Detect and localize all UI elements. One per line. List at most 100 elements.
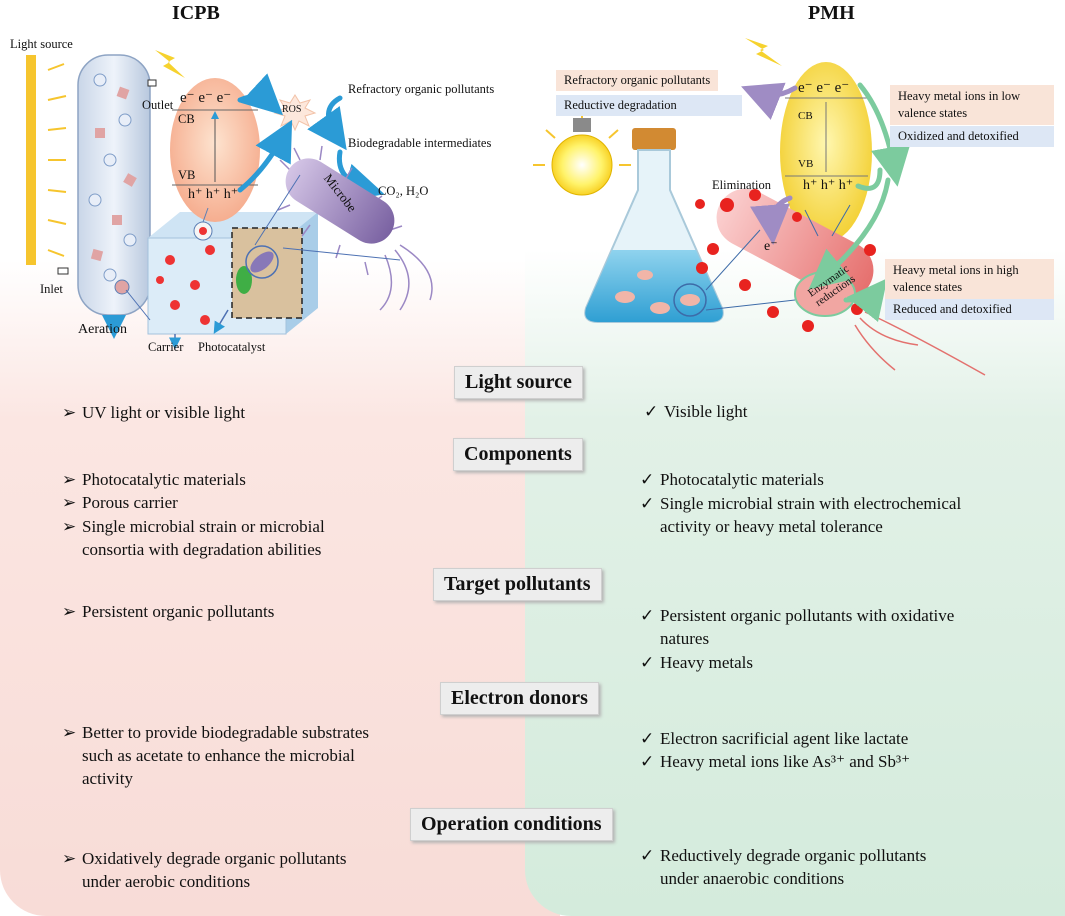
high-valence-line-1: Heavy metal ions in high bbox=[893, 263, 1019, 277]
pmh-donor-text: Electron sacrificial agent like lactate bbox=[660, 729, 909, 748]
pmh-donor-item: ✓ Heavy metal ions like As³⁺ and Sb³⁺ bbox=[640, 751, 910, 773]
check-icon: ✓ bbox=[640, 846, 655, 865]
section-target-pollutants: Target pollutants bbox=[433, 568, 602, 601]
pmh-condition-text: Reductively degrade organic pollutants bbox=[660, 846, 927, 865]
arrow-bullet-icon: ➢ bbox=[62, 403, 77, 422]
icpb-flow-arrows bbox=[237, 73, 385, 203]
icpb-condition-continuation: under aerobic conditions bbox=[82, 872, 251, 891]
high-valence-box: Heavy metal ions in high valence states bbox=[885, 259, 1054, 299]
cb-label-right: CB bbox=[798, 110, 813, 122]
inlet-label: Inlet bbox=[40, 282, 63, 296]
icpb-component-text: Single microbial strain or microbial bbox=[82, 517, 325, 536]
icpb-light-text: UV light or visible light bbox=[82, 403, 246, 422]
pmh-component-text: Single microbial strain with electrochem… bbox=[660, 494, 962, 513]
electrons-left: e⁻ e⁻ e⁻ bbox=[180, 90, 232, 106]
icpb-component-text: Photocatalytic materials bbox=[82, 470, 246, 489]
co2-label: CO₂, H₂O bbox=[378, 184, 429, 198]
check-icon: ✓ bbox=[640, 494, 655, 513]
refractory-box-right: Refractory organic pollutants bbox=[556, 70, 719, 91]
pmh-light-text: Visible light bbox=[664, 402, 748, 421]
icpb-target-item: ➢ Persistent organic pollutants bbox=[62, 601, 274, 623]
check-icon: ✓ bbox=[644, 402, 659, 421]
vb-label-left: VB bbox=[178, 168, 196, 182]
carrier-label: Carrier bbox=[148, 340, 184, 354]
elimination-label: Elimination bbox=[712, 178, 772, 192]
aeration-label: Aeration bbox=[78, 322, 127, 337]
icpb-condition-text: Oxidatively degrade organic pollutants bbox=[82, 849, 347, 868]
icpb-component-text: Porous carrier bbox=[82, 493, 178, 512]
lightning-icon-left bbox=[155, 50, 185, 78]
icpb-donor-item: ➢ Better to provide biodegradable substra… bbox=[62, 722, 369, 744]
check-icon: ✓ bbox=[640, 729, 655, 748]
outlet-label: Outlet bbox=[142, 98, 174, 112]
check-icon: ✓ bbox=[640, 752, 655, 771]
check-icon: ✓ bbox=[640, 470, 655, 489]
holes-left: h⁺ h⁺ h⁺ bbox=[188, 187, 239, 202]
icpb-component-item: ➢ Porous carrier bbox=[62, 492, 178, 514]
pmh-component-text: Photocatalytic materials bbox=[660, 470, 824, 489]
light-rays bbox=[47, 63, 67, 257]
pmh-component-continuation: activity or heavy metal tolerance bbox=[660, 517, 883, 536]
arrow-bullet-icon: ➢ bbox=[62, 849, 77, 868]
refractory-label-left: Refractory organic pollutants bbox=[348, 82, 495, 96]
icpb-title: ICPB bbox=[172, 2, 220, 24]
low-valence-line-1: Heavy metal ions in low bbox=[898, 89, 1021, 103]
microbe-icpb bbox=[277, 145, 433, 311]
icpb-component-item: ➢ Single microbial strain or microbial bbox=[62, 516, 325, 538]
lightning-icon-right bbox=[745, 38, 782, 66]
carrier-zoom-origin bbox=[114, 279, 130, 295]
pmh-condition-item: ✓ Reductively degrade organic pollutants bbox=[640, 845, 926, 867]
carrier-cube bbox=[147, 212, 318, 335]
electrons-right: e⁻ e⁻ e⁻ bbox=[798, 80, 850, 96]
cb-label-left: CB bbox=[178, 112, 195, 126]
reduced-box: Reduced and detoxified bbox=[885, 299, 1054, 320]
icpb-component-continuation: consortia with degradation abilities bbox=[82, 540, 322, 559]
column-particles bbox=[88, 73, 137, 282]
arrow-bullet-icon: ➢ bbox=[62, 602, 77, 621]
pmh-donor-text: Heavy metal ions like As³⁺ and Sb³⁺ bbox=[660, 752, 911, 771]
arrow-bullet-icon: ➢ bbox=[62, 517, 77, 536]
section-components: Components bbox=[453, 438, 583, 471]
low-valence-box: Heavy metal ions in low valence states bbox=[890, 85, 1054, 125]
arrow-bullet-icon: ➢ bbox=[62, 470, 77, 489]
ros-label: ROS bbox=[282, 104, 302, 115]
section-electron-donors: Electron donors bbox=[440, 682, 599, 715]
pmh-donor-item: ✓ Electron sacrificial agent like lactate bbox=[640, 728, 908, 750]
pmh-component-item: ✓ Photocatalytic materials bbox=[640, 469, 824, 491]
pmh-title: PMH bbox=[808, 2, 855, 24]
icpb-donor-continuation: activity bbox=[82, 769, 133, 788]
light-bulb-icon bbox=[533, 116, 631, 196]
photocatalyst-label: Photocatalyst bbox=[198, 340, 266, 354]
pmh-condition-continuation: under anaerobic conditions bbox=[660, 869, 845, 888]
pmh-target-continuation: natures bbox=[660, 629, 710, 648]
reductive-box: Reductive degradation bbox=[556, 95, 742, 116]
icpb-light-item: ➢ UV light or visible light bbox=[62, 402, 245, 424]
vb-label-right: VB bbox=[798, 158, 814, 170]
pmh-light-item: ✓ Visible light bbox=[644, 401, 748, 423]
holes-right: h⁺ h⁺ h⁺ bbox=[803, 178, 854, 193]
electron-single: e⁻ bbox=[764, 239, 778, 254]
icpb-donor-text: Better to provide biodegradable substrat… bbox=[82, 723, 370, 742]
icpb-condition-item: ➢ Oxidatively degrade organic pollutants bbox=[62, 848, 347, 870]
pmh-component-item: ✓ Single microbial strain with electroche… bbox=[640, 493, 961, 515]
pmh-target-item: ✓ Persistent organic pollutants with oxid… bbox=[640, 605, 954, 627]
section-operation-conditions: Operation conditions bbox=[410, 808, 613, 841]
arrow-bullet-icon: ➢ bbox=[62, 723, 77, 742]
icpb-target-text: Persistent organic pollutants bbox=[82, 602, 275, 621]
oxidized-box: Oxidized and detoxified bbox=[890, 126, 1054, 147]
biodegradable-label: Biodegradable intermediates bbox=[348, 136, 492, 150]
pmh-target-text: Heavy metals bbox=[660, 653, 753, 672]
low-valence-line-2: valence states bbox=[898, 106, 968, 120]
high-valence-line-2: valence states bbox=[893, 280, 963, 294]
check-icon: ✓ bbox=[640, 653, 655, 672]
arrow-bullet-icon: ➢ bbox=[62, 493, 77, 512]
light-source-label: Light source bbox=[10, 37, 73, 51]
pmh-target-text: Persistent organic pollutants with oxida… bbox=[660, 606, 955, 625]
section-light-source: Light source bbox=[454, 366, 583, 399]
light-bar bbox=[26, 55, 36, 265]
check-icon: ✓ bbox=[640, 606, 655, 625]
icpb-component-item: ➢ Photocatalytic materials bbox=[62, 469, 246, 491]
pmh-flow-arrows bbox=[741, 82, 911, 323]
pmh-target-item: ✓ Heavy metals bbox=[640, 652, 753, 674]
